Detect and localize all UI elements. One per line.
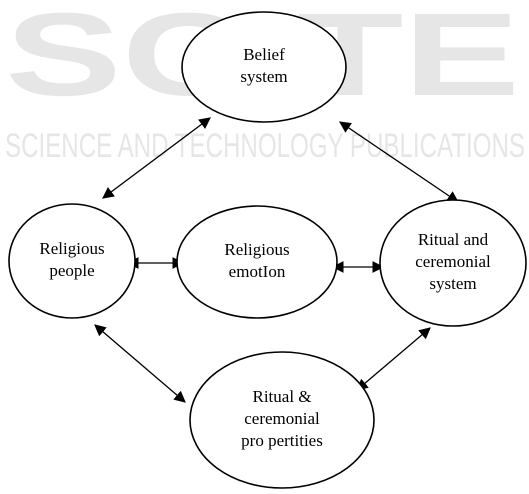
node-ritual-system: Ritual and ceremonial system <box>379 199 527 327</box>
arrow-people-ritual-props <box>94 324 186 403</box>
node-ritual-system-ellipse <box>379 199 527 327</box>
node-belief-ellipse <box>181 11 347 123</box>
node-emotion: Religious emotIon <box>176 205 338 319</box>
node-people: Religious people <box>8 203 136 319</box>
node-emotion-label-line: Religious <box>224 240 289 259</box>
node-ritual-system-label-line: ceremonial <box>415 252 491 271</box>
node-ritual-system-label-line: Ritual and <box>418 230 489 249</box>
node-emotion-ellipse <box>176 205 338 319</box>
arrow-ritual-system-ritual-props <box>356 327 431 391</box>
node-ritual-props-ellipse <box>189 351 375 489</box>
node-belief: Belief system <box>181 11 347 123</box>
node-emotion-label-line: emotIon <box>229 262 286 281</box>
node-people-label-line: people <box>49 261 94 280</box>
node-ritual-props-label-line: ceremonial <box>244 409 320 428</box>
node-ritual-props-label-line: Ritual & <box>252 387 311 406</box>
node-belief-label-line: system <box>240 67 287 86</box>
arrow-belief-ritual-system <box>339 121 459 203</box>
node-ritual-props: Ritual & ceremonial pro pertities <box>189 351 375 489</box>
node-ritual-props-label-line: pro pertities <box>241 431 323 450</box>
diagram-nodes: BeliefsystemReligiouspeopleReligiousemot… <box>8 11 527 489</box>
arrow-belief-people <box>102 117 211 199</box>
watermark-tagline: SCIENCE AND TECHNOLOGY PUBLICATIONS <box>5 127 525 165</box>
node-ritual-system-label-line: system <box>429 274 476 293</box>
node-belief-label-line: Belief <box>243 45 285 64</box>
diagram-connectors <box>94 117 459 403</box>
node-people-ellipse <box>8 203 136 319</box>
node-people-label-line: Religious <box>39 239 104 258</box>
